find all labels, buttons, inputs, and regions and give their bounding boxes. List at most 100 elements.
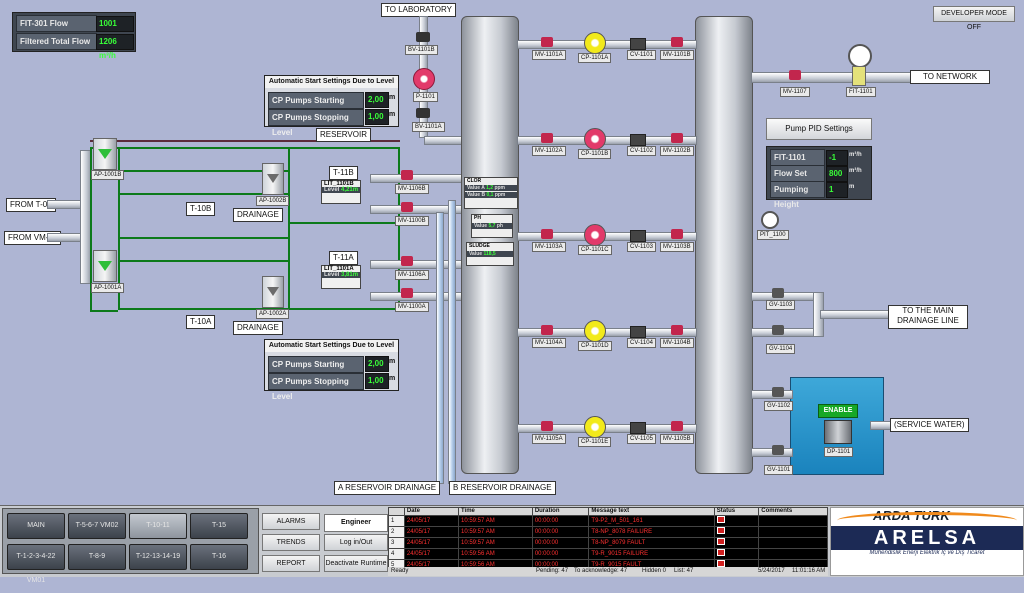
alarm-column-header[interactable]: Comments — [758, 507, 828, 516]
centrifugal-pump[interactable] — [584, 224, 606, 246]
centrifugal-pump[interactable] — [584, 128, 606, 150]
reservoir-line — [90, 147, 92, 310]
inlet-valve[interactable] — [541, 421, 553, 431]
clor-title: CLOR — [467, 178, 482, 184]
start-level-value[interactable]: 2,00 — [365, 92, 389, 108]
alarm-status-icon — [716, 527, 725, 534]
nav-button[interactable]: T-15 — [190, 513, 248, 539]
check-valve-icon — [630, 422, 646, 434]
outlet-valve[interactable] — [671, 229, 683, 239]
report-button[interactable]: REPORT — [262, 555, 320, 572]
trends-button[interactable]: TRENDS — [262, 534, 320, 551]
reservoir-border — [90, 140, 400, 142]
outlet-valve[interactable] — [671, 325, 683, 335]
nav-button[interactable]: T-8-9 — [68, 544, 126, 570]
status-ready: Ready — [391, 568, 409, 574]
valve-gv1102[interactable] — [772, 387, 784, 397]
inlet-valve[interactable] — [541, 325, 553, 335]
nav-button[interactable]: MAIN — [7, 513, 65, 539]
pump-dp1101[interactable] — [824, 420, 852, 444]
to-network-label: TO NETWORK — [910, 70, 990, 84]
nav-button[interactable]: T-1-2-3-4-22 VM01 — [7, 544, 65, 584]
enable-badge[interactable]: ENABLE — [818, 404, 858, 418]
level-value: 4,21m — [341, 187, 359, 193]
centrifugal-pump[interactable] — [584, 416, 606, 438]
outlet-valve[interactable] — [671, 133, 683, 143]
pump-ap1002b[interactable] — [262, 163, 284, 195]
valve-mv1106a[interactable] — [401, 256, 413, 266]
pump-ap1001a[interactable] — [93, 250, 117, 282]
alarm-column-header[interactable]: Status — [713, 507, 760, 516]
valve-bv1101b[interactable] — [416, 32, 430, 42]
pid-row: Flow Set Point — [770, 165, 825, 193]
alarm-column-header[interactable]: Message text — [588, 507, 715, 516]
centrifugal-pump[interactable] — [584, 32, 606, 54]
alarm-column-header[interactable] — [388, 507, 405, 516]
developer-mode-button[interactable]: DEVELOPER MODE OFF — [933, 6, 1015, 31]
inlet-valve[interactable] — [541, 229, 553, 239]
stop-level-value[interactable]: 1,00 — [365, 109, 389, 125]
pid-settings-title[interactable]: Pump PID Settings — [766, 118, 872, 140]
ap1001a-tag: AP-1001A — [91, 283, 125, 293]
login-button[interactable]: Log in/Out — [324, 534, 388, 551]
valve-mv1100b[interactable] — [401, 202, 413, 212]
alarm-status-icon — [716, 549, 725, 556]
outlet-valve[interactable] — [671, 421, 683, 431]
status-pending: Pending: 47 — [536, 568, 569, 574]
to-main-drainage-text: TO THE MAIN DRAINAGE LINE — [897, 306, 959, 325]
level-value: 3,81m — [341, 272, 359, 278]
check-valve-tag: CV-1102 — [627, 146, 656, 156]
inlet-valve[interactable] — [541, 133, 553, 143]
alarm-column-header[interactable]: Duration — [531, 507, 590, 516]
pid-value[interactable]: 1 — [826, 182, 848, 198]
pump-ap1002a[interactable] — [262, 276, 284, 308]
pump-p1101[interactable] — [413, 68, 435, 90]
alarm-column-header[interactable]: Date — [403, 507, 460, 516]
start-level-value[interactable]: 2,00 — [365, 356, 389, 372]
inlet-valve[interactable] — [541, 37, 553, 47]
check-valve-icon — [630, 38, 646, 50]
valve-mv1107[interactable] — [789, 70, 801, 80]
valve-gv1104[interactable] — [772, 325, 784, 335]
alarm-cell: 00:00:00 — [531, 537, 590, 549]
reservoir-line — [288, 308, 398, 310]
ap1002a-tag: AP-1002A — [256, 309, 290, 319]
drain-pipe-a — [436, 212, 444, 484]
nav-button[interactable]: T-10-11 — [129, 513, 187, 539]
mv1106b-tag: MV-1106B — [395, 184, 429, 194]
alarm-column-header[interactable]: Time — [458, 507, 533, 516]
valve-mv1106b[interactable] — [401, 170, 413, 180]
alarm-cell: T8-NP_8079 FAULT — [588, 537, 715, 549]
sludge-label: Value — [469, 251, 483, 257]
level-label: Level — [324, 272, 340, 278]
pid-value[interactable]: 800 — [826, 166, 848, 182]
valve-gv1103[interactable] — [772, 288, 784, 298]
valve-mv1100a[interactable] — [401, 288, 413, 298]
inlet-valve-tag: MV-1104A — [532, 338, 566, 348]
stop-level-value[interactable]: 1,00 — [365, 373, 389, 389]
pump-arrow-icon — [98, 149, 112, 159]
drainage-label: DRAINAGE — [233, 208, 283, 222]
alarms-button[interactable]: ALARMS — [262, 513, 320, 530]
b-reservoir-drainage-label: B RESERVOIR DRAINAGE — [449, 481, 556, 495]
deactivate-runtime-button[interactable]: Deactivate Runtime — [324, 555, 388, 572]
pump-ap1001b[interactable] — [93, 138, 117, 170]
alarm-cell: T9-R_9015 FAULT — [588, 559, 715, 567]
lit-b-name: LIT_1101B — [324, 181, 354, 187]
valve-gv1101[interactable] — [772, 445, 784, 455]
outlet-valve[interactable] — [671, 37, 683, 47]
nav-button[interactable]: T-16 — [190, 544, 248, 570]
nav-button[interactable]: T-5-6-7 VM02 — [68, 513, 126, 539]
alarm-cell: 10:59:57 AM — [458, 537, 533, 549]
valve-bv1101a[interactable] — [416, 108, 430, 118]
centrifugal-pump[interactable] — [584, 320, 606, 342]
flowmeter-fit1101 — [848, 44, 872, 68]
clor-analyzer: CLOR Value A 1,2 ppm Value B 0,1 ppm — [464, 177, 518, 209]
alarm-status-icon — [716, 560, 725, 567]
nav-button[interactable]: T-12-13-14-19 — [129, 544, 187, 570]
